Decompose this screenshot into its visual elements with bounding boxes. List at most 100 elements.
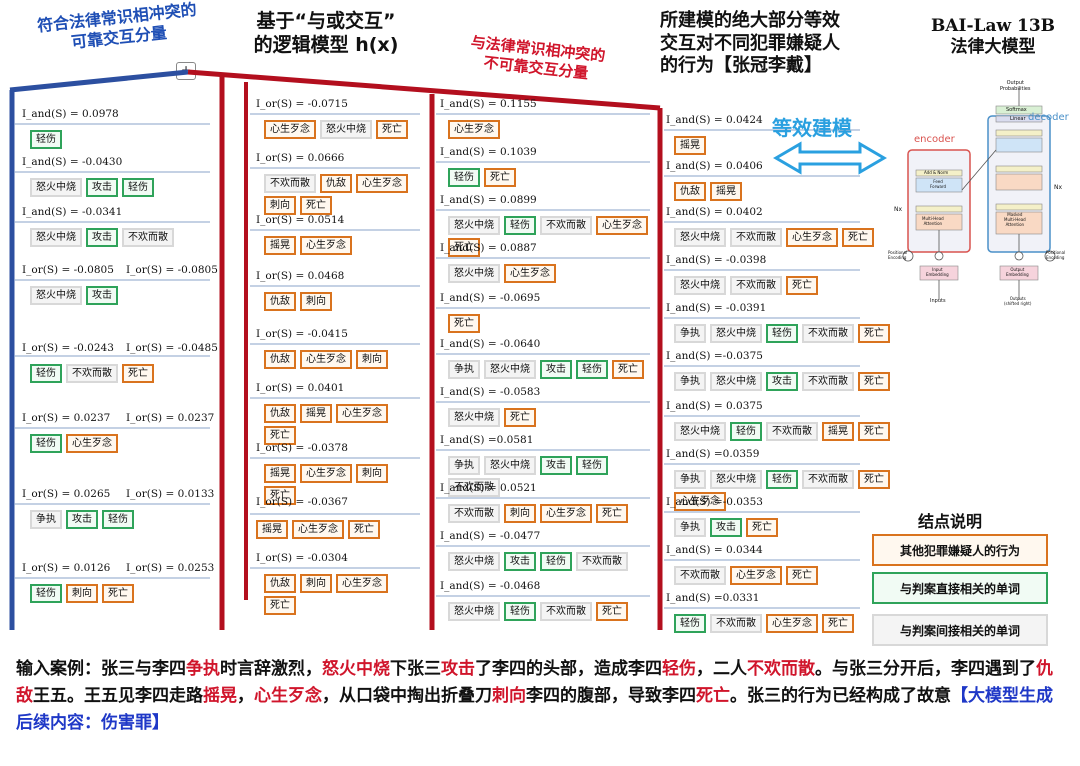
- nx-left-label: Nx: [894, 206, 903, 213]
- interaction-value: I_or(S) = -0.0715: [256, 98, 348, 110]
- node-tag: 怒火中烧: [484, 360, 536, 379]
- generated-content: 【大模型生成后续内容：伤害罪】: [16, 686, 1053, 733]
- softmax-label: Softmax: [1006, 107, 1027, 113]
- node-tag: 轻伤: [576, 456, 608, 475]
- node-tag: 怒火中烧: [30, 228, 82, 247]
- logic-model-header: 基于“与或交互” 的逻辑模型 h(x): [253, 10, 399, 56]
- input-embedding-label: Input Embedding: [926, 267, 949, 277]
- node-tag: 死亡: [264, 596, 296, 615]
- interaction-value: I_or(S) = 0.0666: [256, 152, 345, 164]
- node-tag: 心生歹念: [356, 174, 408, 193]
- node-tag: 死亡: [448, 238, 480, 257]
- output-embedding-label: Output Embedding: [1006, 267, 1029, 277]
- highlight-keyword: 攻击: [441, 659, 475, 679]
- case-text: ，: [237, 686, 254, 706]
- node-tag: 争执: [448, 360, 480, 379]
- node-tag: 不欢而散: [730, 228, 782, 247]
- highlight-keyword: 争执: [186, 659, 220, 679]
- node-tag: 不欢而散: [66, 364, 118, 383]
- node-tag: 死亡: [858, 324, 890, 343]
- inputs-label: Inputs: [930, 298, 946, 304]
- node-tag: 死亡: [858, 422, 890, 441]
- node-tag: 死亡: [596, 504, 628, 523]
- node-tag: 心生歹念: [292, 520, 344, 539]
- node-tag: 怒火中烧: [448, 264, 500, 283]
- node-tag: 轻伤: [540, 552, 572, 571]
- node-tag: 怒火中烧: [30, 178, 82, 197]
- pos-enc-right-label: Positional Encoding: [1046, 250, 1066, 260]
- node-tag: 轻伤: [766, 470, 798, 489]
- node-tag: 死亡: [348, 520, 380, 539]
- node-tag: 不欢而散: [802, 324, 854, 343]
- node-tag: 争执: [674, 372, 706, 391]
- interaction-value: I_or(S) = 0.0133: [126, 488, 215, 500]
- interaction-value: I_or(S) = 0.0237: [126, 412, 215, 424]
- node-tag: 仇敌: [264, 574, 296, 593]
- case-text: 。与张三分开后，李四遇到了: [815, 659, 1036, 679]
- interaction-value: I_or(S) = -0.0415: [256, 328, 348, 340]
- node-tag: 心生歹念: [674, 492, 726, 511]
- highlight-keyword: 刺向: [492, 686, 526, 706]
- node-tag: 心生歹念: [448, 120, 500, 139]
- node-tag: 死亡: [822, 614, 854, 633]
- node-tag: 不欢而散: [576, 552, 628, 571]
- node-tag: 怒火中烧: [674, 228, 726, 247]
- node-tag: 死亡: [484, 168, 516, 187]
- interaction-value: I_and(S) = -0.0640: [440, 338, 541, 350]
- node-tag: 心生歹念: [504, 264, 556, 283]
- interaction-value: I_and(S) = -0.0398: [666, 254, 767, 266]
- node-tag: 怒火中烧: [30, 286, 82, 305]
- node-tag: 不欢而散: [264, 174, 316, 193]
- highlight-keyword: 怒火中烧: [322, 659, 390, 679]
- interaction-value: I_and(S) = 0.0406: [666, 160, 763, 172]
- case-text: 时言辞激烈，: [220, 659, 322, 679]
- interaction-value: I_or(S) = -0.0243: [22, 342, 114, 354]
- node-tag: 刺向: [356, 350, 388, 369]
- node-tag: 怒火中烧: [448, 552, 500, 571]
- interaction-value: I_and(S) = 0.0978: [22, 108, 119, 120]
- interaction-value: I_or(S) = 0.0401: [256, 382, 345, 394]
- equivalent-modeling-label: 等效建模: [772, 116, 852, 140]
- interaction-value: I_and(S) = 0.1039: [440, 146, 537, 158]
- node-tag: 心生歹念: [300, 350, 352, 369]
- node-tag: 争执: [30, 510, 62, 529]
- interaction-value: I_and(S) =-0.0353: [666, 496, 763, 508]
- node-tag: 怒火中烧: [448, 216, 500, 235]
- node-tag: 仇敌: [674, 182, 706, 201]
- node-tag: 心生歹念: [264, 120, 316, 139]
- interaction-value: I_or(S) = 0.0514: [256, 214, 345, 226]
- node-tag: 攻击: [86, 286, 118, 305]
- linear-label: Linear: [1010, 116, 1026, 122]
- node-tag: 怒火中烧: [674, 276, 726, 295]
- transformer-arch-icon: [902, 88, 1056, 300]
- highlight-keyword: 死亡: [696, 686, 730, 706]
- node-tag: 死亡: [786, 566, 818, 585]
- node-tag: 攻击: [710, 518, 742, 537]
- interaction-value: I_and(S) = 0.0521: [440, 482, 537, 494]
- node-tag: 轻伤: [674, 614, 706, 633]
- node-tag: 心生歹念: [66, 434, 118, 453]
- node-tag: 怒火中烧: [448, 408, 500, 427]
- node-tag: 怒火中烧: [710, 470, 762, 489]
- node-tag: 摇晃: [300, 404, 332, 423]
- node-tag: 攻击: [66, 510, 98, 529]
- node-tag: 刺向: [300, 574, 332, 593]
- interaction-value: I_or(S) = 0.0253: [126, 562, 215, 574]
- interaction-value: I_and(S) = 0.0424: [666, 114, 763, 126]
- node-tag: 不欢而散: [730, 276, 782, 295]
- interaction-value: I_and(S) = -0.0695: [440, 292, 541, 304]
- dec-masked-label: Masked Multi-Head Attention: [1004, 212, 1026, 227]
- enc-ff-label: Feed Forward: [930, 179, 947, 189]
- node-tag: 仇敌: [264, 350, 296, 369]
- node-tag: 心生歹念: [300, 236, 352, 255]
- node-tag: 死亡: [448, 314, 480, 333]
- node-tag: 死亡: [102, 584, 134, 603]
- node-tag: 刺向: [264, 196, 296, 215]
- node-tag: 攻击: [86, 228, 118, 247]
- enc-addnorm-label: Add & Norm: [924, 170, 949, 175]
- node-tag: 不欢而散: [540, 216, 592, 235]
- node-tag: 心生歹念: [730, 566, 782, 585]
- node-tag: 不欢而散: [766, 422, 818, 441]
- node-tag: 死亡: [786, 276, 818, 295]
- node-tag: 心生歹念: [300, 464, 352, 483]
